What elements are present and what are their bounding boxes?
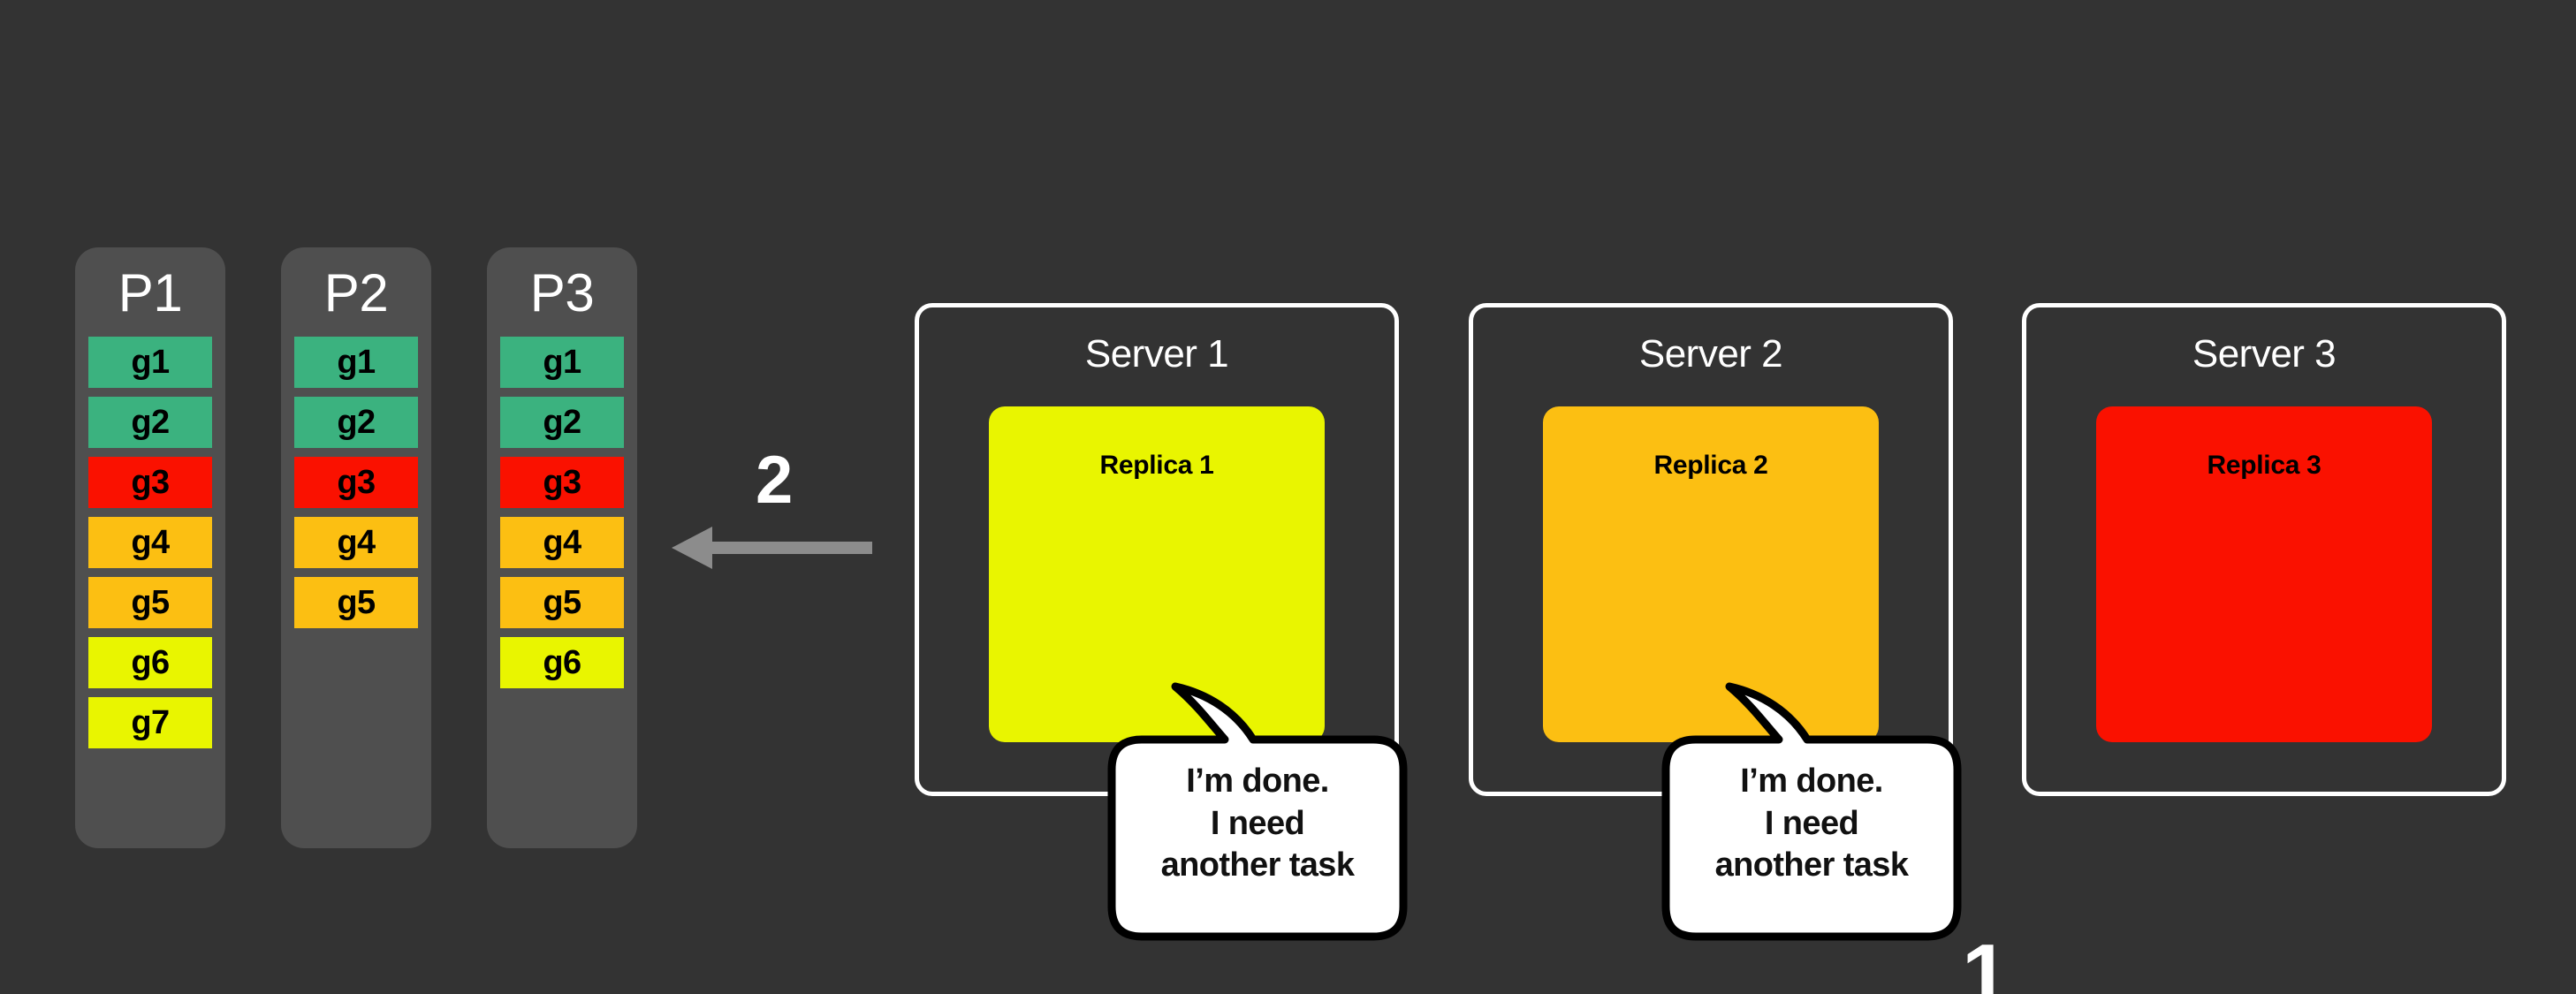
group-block-g4: g4	[500, 517, 624, 569]
group-block-g6: g6	[88, 637, 212, 689]
partition-title: P1	[118, 263, 183, 322]
group-block-g1: g1	[500, 337, 624, 389]
group-block-g5: g5	[294, 577, 418, 629]
replica-label: Replica 2	[1653, 451, 1768, 480]
group-block-g3: g3	[88, 457, 212, 509]
group-block-g2: g2	[294, 397, 418, 449]
partition-column-p1: P1 g1 g2 g3 g4 g5 g6 g7	[75, 247, 225, 848]
replica-box-1: Replica 1	[989, 406, 1325, 742]
partition-title: P3	[529, 263, 595, 322]
server-box-3: Server 3 Replica 3	[2022, 303, 2506, 796]
flow-arrow-left-icon	[672, 521, 876, 579]
group-block-g3: g3	[294, 457, 418, 509]
server-title: Server 1	[1084, 332, 1229, 376]
group-block-g6: g6	[500, 637, 624, 689]
group-block-g2: g2	[500, 397, 624, 449]
replica-box-2: Replica 2	[1543, 406, 1879, 742]
group-block-g4: g4	[88, 517, 212, 569]
group-block-g5: g5	[88, 577, 212, 629]
group-block-g1: g1	[294, 337, 418, 389]
server-box-2: Server 2 Replica 2	[1469, 303, 1953, 796]
server-box-1: Server 1 Replica 1	[915, 303, 1399, 796]
partition-column-p3: P3 g1 g2 g3 g4 g5 g6	[487, 247, 637, 848]
step-number-1: 1	[1962, 927, 2009, 994]
partition-title: P2	[323, 263, 389, 322]
group-block-g2: g2	[88, 397, 212, 449]
partition-column-p2: P2 g1 g2 g3 g4 g5	[281, 247, 431, 848]
server-title: Server 3	[2192, 332, 2337, 376]
replica-label: Replica 1	[1099, 451, 1214, 480]
replica-label: Replica 3	[2207, 451, 2321, 480]
group-block-g4: g4	[294, 517, 418, 569]
step-number-2: 2	[756, 443, 793, 518]
group-block-g3: g3	[500, 457, 624, 509]
server-title: Server 2	[1638, 332, 1783, 376]
replica-box-3: Replica 3	[2096, 406, 2432, 742]
group-block-g5: g5	[500, 577, 624, 629]
group-block-g1: g1	[88, 337, 212, 389]
group-block-g7: g7	[88, 697, 212, 749]
